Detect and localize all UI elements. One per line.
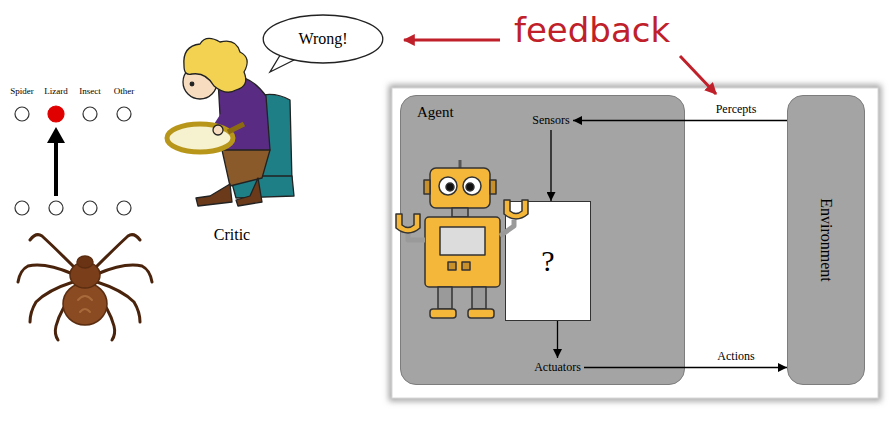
node-text: Agent [417, 104, 454, 121]
feedback-label: feedback [514, 10, 670, 50]
output-units [15, 106, 131, 122]
input-units [15, 201, 131, 215]
agent-box: AgentSensors? Actuators [400, 95, 685, 385]
edge-label: Actions [715, 349, 756, 364]
node-text: Actuators [534, 360, 581, 375]
connector-arrow [557, 321, 558, 358]
node-text: Wrong! [298, 30, 347, 48]
connector-arrow [573, 120, 787, 121]
node-text: Sensors [532, 113, 569, 128]
node-text: ? [541, 244, 554, 278]
classify-arrow [47, 127, 65, 196]
connector-arrow [584, 367, 787, 368]
class-label: Lizard [44, 86, 67, 96]
class-label: Spider [10, 86, 34, 96]
panel-frame [392, 88, 878, 398]
speech-bubble: Wrong! [262, 14, 384, 64]
sensors-label-node: Sensors [529, 111, 573, 130]
connector-arrow [550, 130, 551, 201]
class-label: Other [114, 86, 135, 96]
node-text: Environment [817, 198, 835, 282]
environment-box: Environment [787, 95, 865, 385]
actuators-label-node: Actuators [531, 358, 584, 377]
edge-label: Percepts [714, 102, 759, 117]
class-label: Insect [79, 86, 101, 96]
spider-illustration [18, 235, 152, 340]
agent-program-box: ? [505, 201, 591, 321]
critic-label: Critic [214, 226, 250, 244]
